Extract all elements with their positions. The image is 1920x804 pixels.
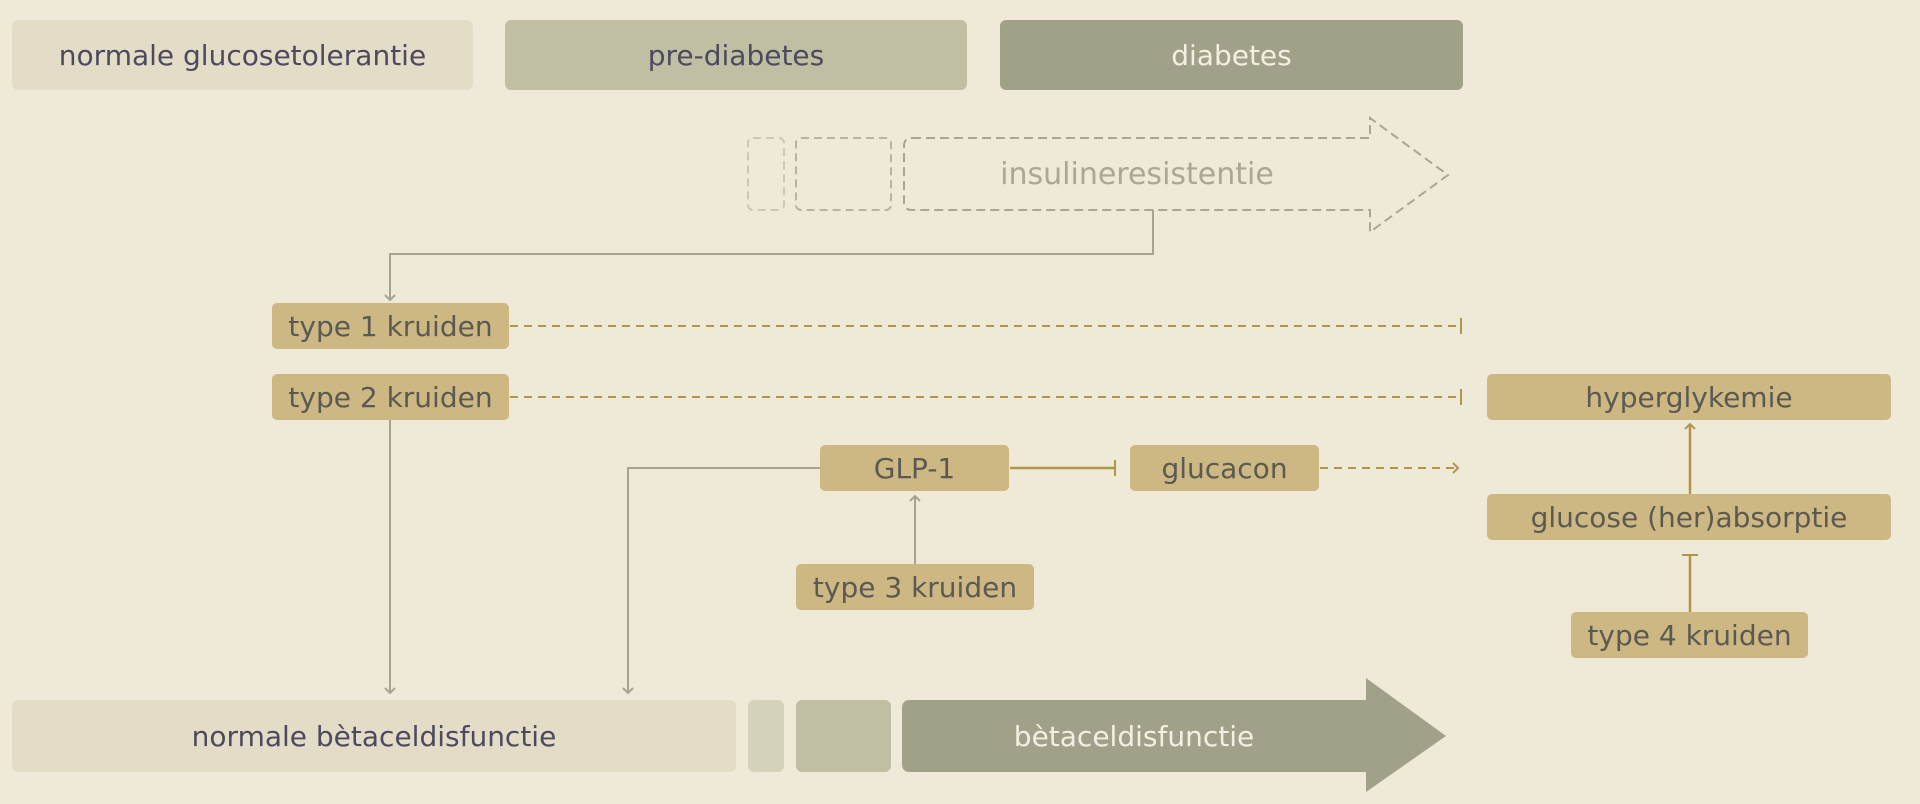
hyperglycemia-label: hyperglykemie xyxy=(1585,380,1793,414)
connector-ir-to-type1 xyxy=(384,210,1154,302)
beta-dysfunction: bètaceldisfunctie xyxy=(902,700,1366,772)
beta-dysfunction-arrow xyxy=(902,678,1446,792)
herbs-type1-label: type 1 kruiden xyxy=(288,309,493,343)
herbs-type4-label: type 4 kruiden xyxy=(1587,618,1792,652)
herbs-type4: type 4 kruiden xyxy=(1571,612,1808,658)
ir-dashed-box-small xyxy=(747,137,785,211)
herbs-type2: type 2 kruiden xyxy=(272,374,509,420)
glp1: GLP-1 xyxy=(820,445,1009,491)
herbs-type1: type 1 kruiden xyxy=(272,303,509,349)
herbs-type3-label: type 3 kruiden xyxy=(812,570,1018,604)
beta-normal-label: normale bètaceldisfunctie xyxy=(191,719,557,753)
hyperglycemia: hyperglykemie xyxy=(1487,374,1891,420)
insulin-resistance: insulineresistentie xyxy=(904,138,1370,210)
herbs-type2-label: type 2 kruiden xyxy=(288,380,493,414)
insulin-resistance-label: insulineresistentie xyxy=(1000,156,1274,192)
glp1-label: GLP-1 xyxy=(873,451,956,485)
beta-normal: normale bètaceldisfunctie xyxy=(12,700,736,772)
glucagon: glucacon xyxy=(1130,445,1319,491)
beta-medium-block xyxy=(796,700,891,772)
beta-small-block xyxy=(748,700,784,772)
glucose-absorption: glucose (her)absorptie xyxy=(1487,494,1891,540)
glucose-absorption-label: glucose (her)absorptie xyxy=(1530,500,1848,534)
ir-dashed-box-medium xyxy=(795,137,892,211)
stage-diabetes-label: diabetes xyxy=(1171,38,1292,72)
connector-glp1-to-beta xyxy=(622,467,820,695)
stage-normal-label: normale glucosetolerantie xyxy=(58,38,427,72)
stage-pre-label: pre-diabetes xyxy=(647,38,825,72)
ir-dashed-arrow xyxy=(903,116,1450,234)
herbs-type3: type 3 kruiden xyxy=(796,564,1034,610)
beta-dysfunction-label: bètaceldisfunctie xyxy=(1013,719,1255,753)
glucagon-label: glucacon xyxy=(1161,451,1288,485)
stage-normal-glucose-tolerance: normale glucosetolerantie xyxy=(12,20,473,90)
stage-diabetes: diabetes xyxy=(1000,20,1463,90)
stage-pre-diabetes: pre-diabetes xyxy=(505,20,967,90)
